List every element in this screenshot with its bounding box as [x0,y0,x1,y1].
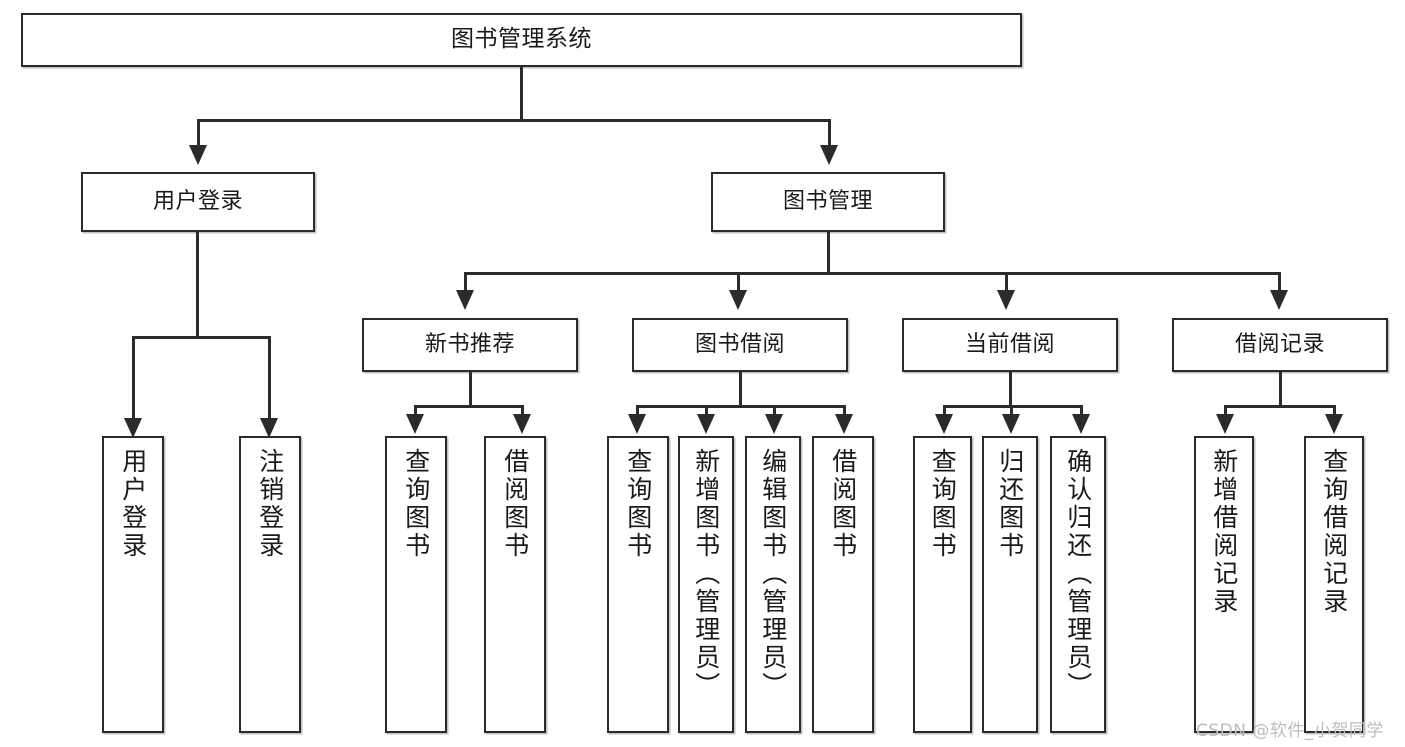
connector-user-login-drop-2 [268,336,271,422]
arrowhead-to-leaf-user-login [124,418,142,438]
connector-book-manage-drop-1 [464,272,467,294]
arrowhead-to-leaf-user-logout [260,418,278,438]
node-book-manage[interactable]: 图书管理 [711,172,945,232]
connector-new-book-rec-drop-2 [521,405,524,417]
connector-book-manage-drop-3 [1005,272,1008,294]
arrowhead-to-new-book-rec [456,290,474,310]
connector-current-borrow-drop-1 [943,405,946,417]
arrowhead-to-leaf-query-book-2 [628,414,646,434]
node-root-book-management-system[interactable]: 图书管理系统 [21,13,1022,67]
leaf-query-book-1[interactable]: 查询图书 [385,436,447,733]
leaf-query-book-2[interactable]: 查询图书 [607,436,669,733]
node-label: 查询图书 [401,448,431,560]
connector-root-bus [197,119,831,122]
node-label: 借阅图书 [828,448,858,560]
connector-root-drop-left [197,119,200,147]
node-label: 归还图书 [995,448,1025,560]
leaf-confirm-return[interactable]: 确认归还（管理员） [1050,436,1106,733]
node-label: 借阅记录 [1234,332,1325,358]
leaf-borrow-book-1[interactable]: 借阅图书 [484,436,546,733]
leaf-query-record[interactable]: 查询借阅记录 [1304,436,1364,733]
csdn-watermark: CSDN @软件_小贺同学 [1196,721,1384,741]
leaf-borrow-book-2[interactable]: 借阅图书 [812,436,874,733]
arrowhead-to-leaf-query-book-3 [935,414,953,434]
node-label: 新增借阅记录 [1209,448,1239,616]
arrowhead-to-leaf-confirm-return [1072,414,1090,434]
node-label: 编辑图书（管理员） [758,448,788,700]
connector-borrow-record-drop-2 [1333,405,1336,417]
arrowhead-to-leaf-edit-book [765,414,783,434]
connector-root-drop-right [828,119,831,147]
connector-current-borrow-bus [943,405,1083,408]
connector-current-borrow-drop-3 [1080,405,1083,417]
node-book-borrow[interactable]: 图书借阅 [632,318,848,372]
connector-new-book-rec-stem [469,372,472,405]
connector-book-manage-drop-2 [737,272,740,294]
arrowhead-to-leaf-add-record [1216,414,1234,434]
connector-book-borrow-drop-1 [636,405,639,417]
arrowhead-to-current-borrow [997,290,1015,310]
arrowhead-to-leaf-borrow-book-1 [513,414,531,434]
connector-book-borrow-bus [636,405,846,408]
node-label: 注销登录 [255,448,285,560]
leaf-edit-book[interactable]: 编辑图书（管理员） [745,436,801,733]
arrowhead-to-leaf-query-record [1325,414,1343,434]
node-label: 新书推荐 [424,332,515,358]
connector-current-borrow-drop-2 [1010,405,1013,417]
arrowhead-to-book-manage [820,145,838,165]
arrowhead-to-borrow-record [1270,290,1288,310]
connector-user-login-bus [132,336,270,339]
connector-borrow-record-bus [1224,405,1336,408]
node-label: 查询借阅记录 [1319,448,1349,616]
leaf-add-record[interactable]: 新增借阅记录 [1194,436,1254,733]
connector-book-manage-drop-4 [1278,272,1281,294]
connector-borrow-record-stem [1279,372,1282,405]
node-label: 图书管理 [782,189,873,215]
connector-book-manage-bus [464,272,1281,275]
node-label: 借阅图书 [500,448,530,560]
leaf-add-book[interactable]: 新增图书（管理员） [678,436,734,733]
connector-root-stem [520,67,523,119]
connector-new-book-rec-drop-1 [414,405,417,417]
leaf-return-book[interactable]: 归还图书 [982,436,1038,733]
leaf-query-book-3[interactable]: 查询图书 [913,436,972,733]
connector-book-manage-stem [827,232,830,272]
arrowhead-to-leaf-borrow-book-2 [835,414,853,434]
connector-borrow-record-drop-1 [1224,405,1227,417]
arrowhead-to-leaf-return-book [1002,414,1020,434]
connector-book-borrow-stem [739,372,742,405]
node-label: 用户登录 [118,448,148,560]
node-label: 图书管理系统 [451,26,592,53]
node-label: 用户登录 [152,189,243,215]
node-label: 图书借阅 [694,332,785,358]
node-label: 确认归还（管理员） [1063,448,1093,700]
node-borrow-record[interactable]: 借阅记录 [1172,318,1388,372]
connector-book-borrow-drop-3 [773,405,776,417]
node-label: 新增图书（管理员） [691,448,721,700]
node-label: 查询图书 [928,448,958,560]
node-label: 当前借阅 [964,332,1055,358]
connector-user-login-drop-1 [132,336,135,422]
node-user-login[interactable]: 用户登录 [81,172,315,232]
arrowhead-to-user-login [189,145,207,165]
connector-user-login-stem [196,232,199,336]
arrowhead-to-leaf-add-book [697,414,715,434]
connector-new-book-rec-bus [414,405,524,408]
arrowhead-to-leaf-query-book-1 [406,414,424,434]
leaf-user-login[interactable]: 用户登录 [102,436,164,733]
connector-book-borrow-drop-4 [843,405,846,417]
node-current-borrow[interactable]: 当前借阅 [902,318,1118,372]
leaf-user-logout[interactable]: 注销登录 [239,436,301,733]
arrowhead-to-book-borrow [729,290,747,310]
node-new-book-rec[interactable]: 新书推荐 [362,318,578,372]
connector-current-borrow-stem [1009,372,1012,405]
node-label: 查询图书 [623,448,653,560]
connector-book-borrow-drop-2 [705,405,708,417]
